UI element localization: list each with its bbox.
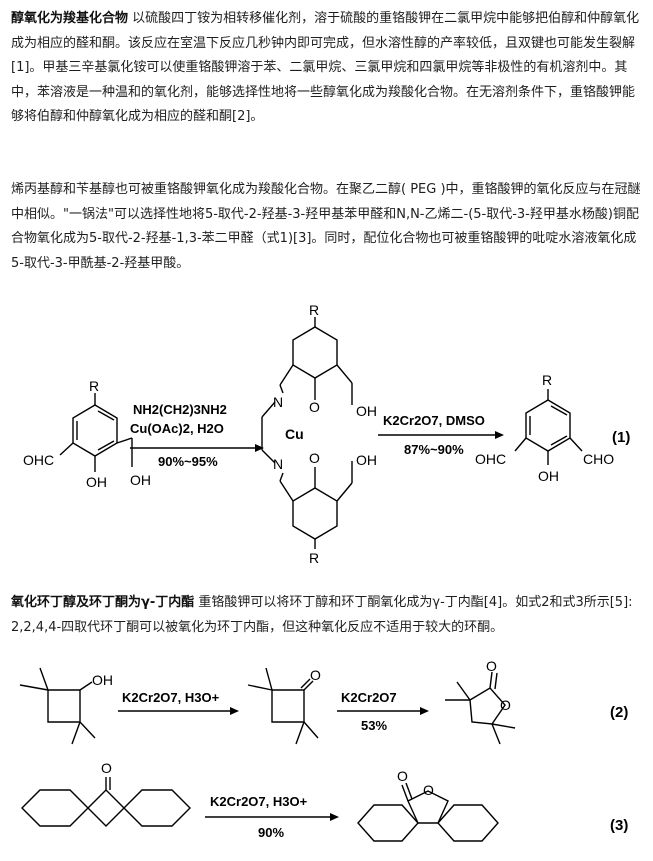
- ring-oxygen-label: O: [500, 697, 511, 713]
- yield-scheme-3: 90%: [258, 825, 284, 840]
- hydroxymethyl-label: OH: [130, 472, 151, 488]
- section-heading: 醇氧化为羧基化合物: [11, 11, 129, 26]
- aldehyde-label: CHO: [583, 451, 614, 467]
- cyclobutanone-structure: [247, 667, 319, 745]
- paragraph-text: 烯丙基醇和苄基醇也可被重铬酸钾氧化成为羧酸化合物。在聚乙二醇( PEG )中，重…: [11, 182, 641, 271]
- dispiro-ketone-structure: [21, 777, 191, 827]
- cyclobutanol-structure: [19, 667, 96, 745]
- arrow-head-icon: [495, 431, 504, 439]
- nitrogen-label: N: [273, 456, 283, 472]
- aldehyde-label: OHC: [475, 451, 506, 467]
- arrow-head-icon: [230, 707, 239, 715]
- reagent-dichromate-dmso: K2Cr2O7, DMSO: [383, 413, 485, 428]
- carbonyl-oxygen-label: O: [310, 667, 321, 683]
- product-benzene-ring: [514, 389, 583, 465]
- paragraph-allyl-benzyl-oxidation: 烯丙基醇和苄基醇也可被重铬酸钾氧化成为羧酸化合物。在聚乙二醇( PEG )中，重…: [11, 178, 643, 276]
- r-substituent-label: R: [309, 550, 319, 566]
- nitrogen-label: N: [273, 394, 283, 410]
- reagent-diamine: NH2(CH2)3NH2: [133, 402, 227, 417]
- paragraph-text: 重铬酸钾可以将环丁醇和环丁酮氧化成为γ-丁内酯[4]。如式2和式3所示[5]: …: [11, 595, 633, 635]
- hydroxymethyl-label: OH: [356, 452, 377, 468]
- paragraph-alcohol-oxidation: 醇氧化为羧基化合物 以硫酸四丁铵为相转移催化剂，溶于硫酸的重铬酸钾在二氯甲烷中能…: [11, 7, 643, 130]
- arrow-head-icon: [255, 444, 264, 452]
- reaction-scheme-1: R OHC OH OH NH2(CH2)3NH2 Cu(OAc)2, H2O 9…: [23, 305, 630, 566]
- oxygen-label: O: [309, 399, 320, 415]
- reactant-benzene-ring: [59, 393, 133, 472]
- r-substituent-label: R: [309, 305, 319, 318]
- hydroxy-label: OH: [538, 468, 559, 484]
- carbonyl-oxygen-label: O: [486, 660, 497, 674]
- equation-number: (3): [610, 817, 628, 834]
- yield-step-2: 87%~90%: [404, 442, 464, 457]
- aldehyde-label: OHC: [23, 452, 54, 468]
- section-heading: 氧化环丁醇及环丁酮为γ-丁内酯: [11, 595, 195, 610]
- hydroxy-label: OH: [92, 672, 113, 688]
- lactone-structure: [445, 671, 516, 745]
- r-substituent-label: R: [89, 378, 99, 394]
- yield-scheme-2: 53%: [361, 718, 387, 733]
- reagent-dichromate: K2Cr2O7: [341, 690, 397, 705]
- copper-complex-structure: [261, 317, 353, 549]
- hydroxy-label: OH: [86, 474, 107, 490]
- spiro-lactone-structure: [357, 782, 499, 842]
- carbonyl-oxygen-label: O: [397, 768, 408, 784]
- copper-label: Cu: [285, 426, 304, 442]
- carbonyl-oxygen-label: O: [101, 760, 112, 776]
- oxygen-label: O: [309, 450, 320, 466]
- arrow-head-icon: [330, 813, 339, 821]
- reaction-scheme-3: O K2Cr2O7, H3O+ 90% O O (3): [21, 760, 628, 842]
- arrow-head-icon: [420, 707, 429, 715]
- reagent-dichromate-acid: K2Cr2O7, H3O+: [210, 794, 308, 809]
- paragraph-cyclobutanol-oxidation: 氧化环丁醇及环丁酮为γ-丁内酯 重铬酸钾可以将环丁醇和环丁酮氧化成为γ-丁内酯[…: [11, 591, 643, 640]
- equation-number: (2): [610, 704, 628, 721]
- reagent-copper-acetate: Cu(OAc)2, H2O: [130, 421, 224, 436]
- paragraph-text: 以硫酸四丁铵为相转移催化剂，溶于硫酸的重铬酸钾在二氯甲烷中能够把伯醇和仲醇氧化成…: [11, 11, 640, 124]
- yield-step-1: 90%~95%: [158, 454, 218, 469]
- hydroxymethyl-label: OH: [356, 403, 377, 419]
- equation-number: (1): [612, 429, 630, 446]
- r-substituent-label: R: [542, 372, 552, 388]
- reagent-dichromate-acid: K2Cr2O7, H3O+: [122, 690, 220, 705]
- ring-oxygen-label: O: [423, 782, 434, 798]
- reaction-scheme-2: OH K2Cr2O7, H3O+ O K2Cr2O7 53% O O (2): [19, 660, 628, 745]
